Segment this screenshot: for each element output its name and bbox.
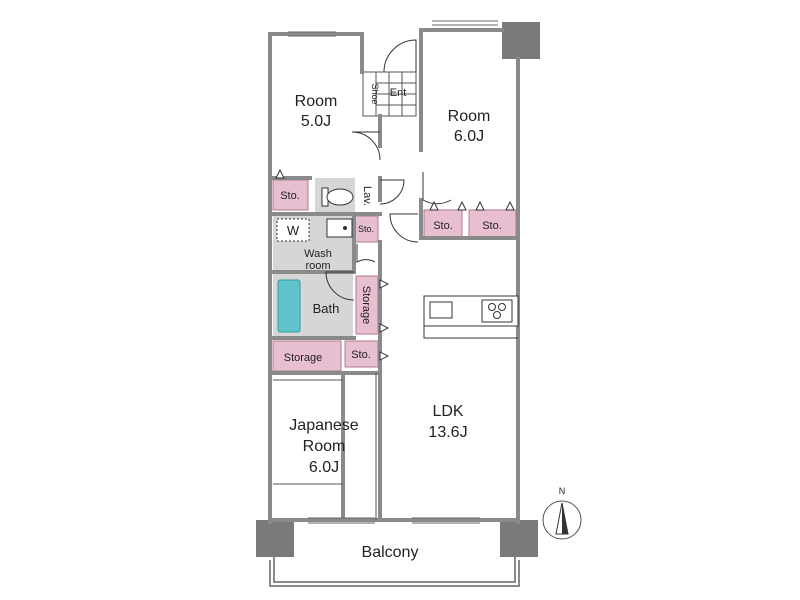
sto-wash-label: Sto. [358, 224, 374, 234]
toilet [321, 187, 354, 207]
balcony-label: Balcony [362, 544, 419, 561]
ldk-name: LDK [432, 403, 463, 420]
compass-label: N [559, 486, 566, 496]
walls [268, 28, 520, 524]
japanese-room-line2: Room [303, 438, 346, 455]
compass-needle-half [562, 503, 568, 534]
room-a-name: Room [295, 93, 338, 110]
pillar-bottom-left [256, 520, 294, 557]
shoe-label: Shoe [370, 83, 380, 104]
entrance-door [383, 39, 417, 73]
wash-door [389, 213, 419, 243]
storage-door-markers [275, 168, 515, 361]
sto-ldk-label: Sto. [351, 349, 371, 361]
shoe-cabinet [362, 71, 377, 117]
washer-label: W [287, 223, 300, 238]
bath-door [325, 271, 355, 301]
windows [288, 20, 498, 524]
wash-sink [326, 218, 353, 238]
sto-room-a-label: Sto. [280, 190, 300, 202]
lav-label: Lav. [361, 186, 373, 206]
room-a-size: 5.0J [301, 113, 331, 130]
wash-room-label-1: Wash [304, 248, 332, 260]
sto-room-b-1-label: Sto. [433, 220, 453, 232]
entrance-label: Ent [390, 87, 407, 99]
sto-room-b-2-label: Sto. [482, 220, 502, 232]
room-a-door [351, 131, 381, 161]
sto-ldk [344, 340, 379, 368]
doors [325, 39, 452, 301]
storage-vertical-label: Storage [360, 286, 372, 325]
compass: N [542, 486, 582, 540]
washer [276, 218, 310, 242]
lav-door [379, 179, 405, 205]
pillar-bottom-right [500, 520, 538, 557]
wash-room-label-2: room [305, 260, 330, 272]
room-b-name: Room [448, 108, 491, 125]
room-b-door [422, 172, 452, 205]
pillar-top-right [502, 22, 540, 59]
room-b-size: 6.0J [454, 128, 484, 145]
bathtub [277, 279, 301, 333]
pillars [256, 22, 540, 557]
kitchen-counter [423, 295, 519, 339]
japanese-room-line1: Japanese [289, 417, 358, 434]
japanese-room-size: 6.0J [309, 459, 339, 476]
storage-horizontal-label: Storage [284, 352, 323, 364]
ldk-size: 13.6J [428, 424, 467, 441]
bath-label: Bath [313, 301, 340, 316]
storage-small-door [356, 244, 376, 263]
storage-fills [272, 179, 517, 372]
balcony-outline [269, 557, 520, 587]
tatami-lines [273, 373, 377, 520]
